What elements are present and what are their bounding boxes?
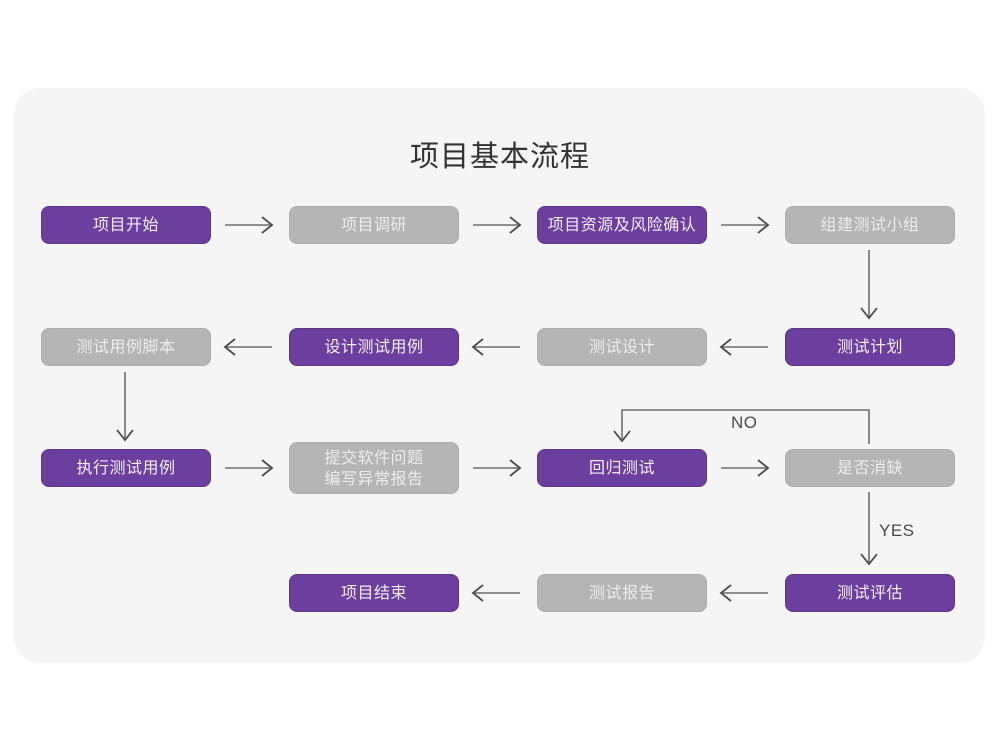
flow-node-test-evaluation[interactable]: 测试评估 [785, 574, 955, 612]
flow-node-test-plan[interactable]: 测试计划 [785, 328, 955, 366]
diagram-card [14, 88, 985, 663]
flow-node-regression-test[interactable]: 回归测试 [537, 449, 707, 487]
flow-node-form-test-team[interactable]: 组建测试小组 [785, 206, 955, 244]
flow-node-project-end[interactable]: 项目结束 [289, 574, 459, 612]
flow-node-project-start[interactable]: 项目开始 [41, 206, 211, 244]
page-title: 项目基本流程 [409, 139, 590, 173]
flow-node-test-report[interactable]: 测试报告 [537, 574, 707, 612]
flow-node-design-test-case[interactable]: 设计测试用例 [289, 328, 459, 366]
flow-node-execute-test-case[interactable]: 执行测试用例 [41, 449, 211, 487]
flow-node-test-design[interactable]: 测试设计 [537, 328, 707, 366]
flow-node-project-research[interactable]: 项目调研 [289, 206, 459, 244]
flow-node-submit-issue-report[interactable]: 提交软件问题 编写异常报告 [289, 442, 459, 494]
flow-node-resource-risk-confirm[interactable]: 项目资源及风险确认 [537, 206, 707, 244]
edge-label-no: NO [731, 413, 758, 432]
edge-label-yes: YES [879, 521, 915, 540]
flow-node-defect-resolved[interactable]: 是否消缺 [785, 449, 955, 487]
flow-node-test-case-script[interactable]: 测试用例脚本 [41, 328, 211, 366]
